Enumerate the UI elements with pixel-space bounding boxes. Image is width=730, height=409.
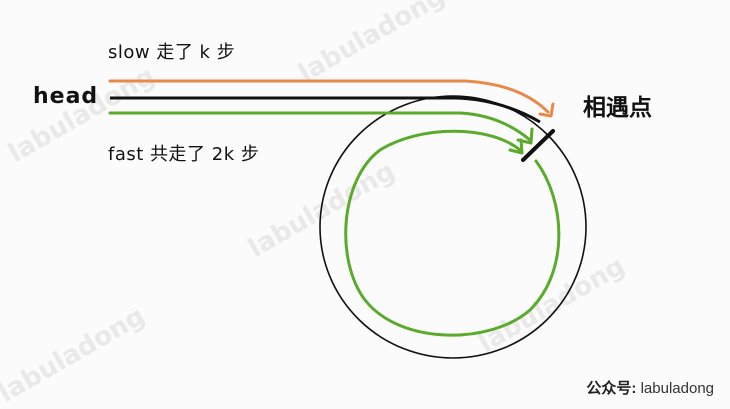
cycle-circle: [319, 95, 587, 359]
meeting-point-label: 相遇点: [583, 95, 652, 121]
fast-path-outer: [108, 111, 532, 142]
slow-path: [108, 79, 550, 114]
list-path: [110, 96, 541, 124]
fast-path-loop: [344, 129, 561, 337]
meeting-point-marker: [521, 129, 555, 162]
fast-label: fast 共走了 2k 步: [108, 144, 260, 165]
slow-label: slow 走了 k 步: [108, 42, 236, 63]
footer-account: labuladong: [640, 380, 714, 397]
fast-loop-arrowhead-icon: [508, 138, 524, 155]
slow-arrowhead-icon: [538, 102, 555, 118]
footer-credit: 公众号: labuladong: [586, 377, 714, 398]
footer-prefix: 公众号:: [586, 380, 637, 397]
head-label: head: [33, 84, 99, 109]
